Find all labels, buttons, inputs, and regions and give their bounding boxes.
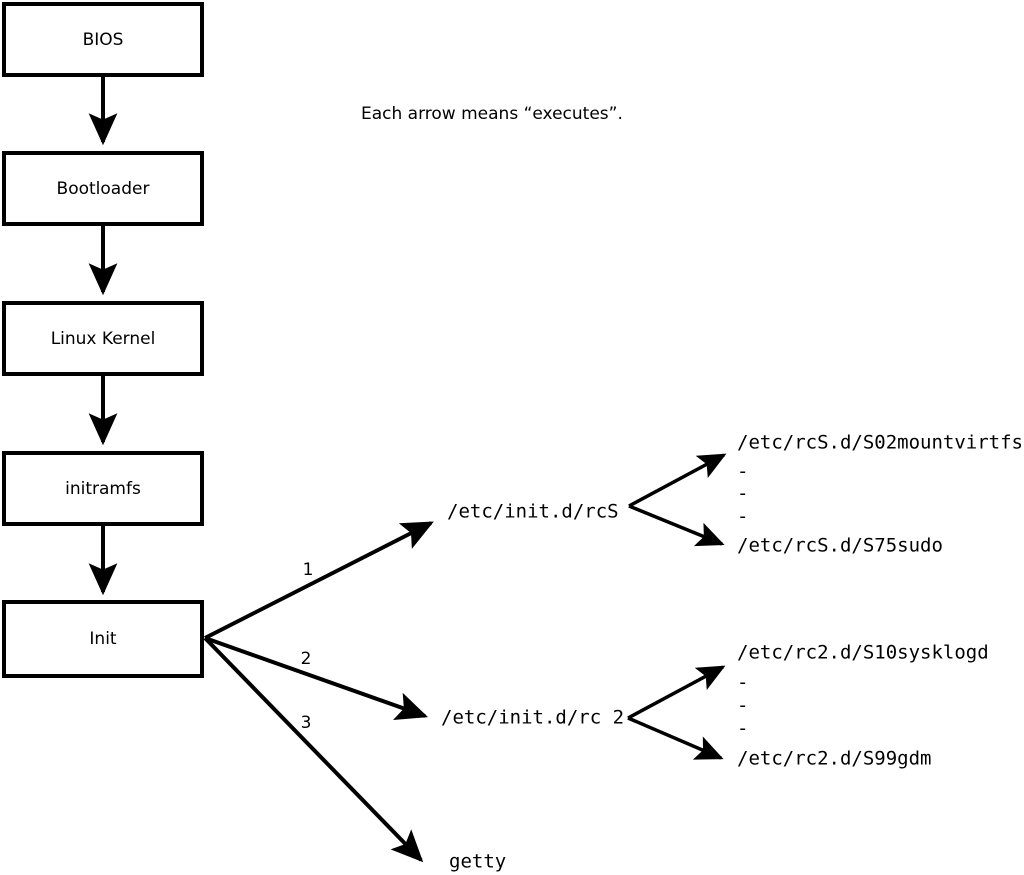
arrow-init-to-getty (203, 636, 424, 863)
node-linux-kernel-label: Linux Kernel (51, 329, 156, 349)
rc2-script-first: /etc/rc2.d/S10sysklogd (737, 642, 989, 664)
arrow-init-to-rcs (204, 521, 434, 640)
rcs-script-first: /etc/rcS.d/S02mountvirtfs (737, 432, 1023, 454)
node-init-rect (2, 600, 204, 678)
node-getty-label[interactable]: getty (449, 851, 506, 873)
init-branch-arrows (203, 521, 434, 863)
arrow-rc2-to-last-script (627, 716, 724, 760)
node-rc2-label[interactable]: /etc/init.d/rc 2 (441, 707, 624, 729)
rcs-ellipsis-dash-1: - (737, 461, 748, 483)
rc2-script-last: /etc/rc2.d/S99gdm (737, 748, 931, 770)
node-initramfs[interactable]: initramfs (2, 451, 204, 526)
rc2-fanout-arrows (627, 665, 726, 760)
node-bootloader[interactable]: Bootloader (2, 151, 204, 226)
node-bootloader-rect (2, 151, 204, 226)
branch-number-1: 1 (303, 560, 314, 580)
branch-number-3: 3 (301, 713, 312, 733)
arrow-init-to-rc2 (204, 636, 429, 720)
rcs-script-list: /etc/rcS.d/S02mountvirtfs - - - /etc/rcS… (737, 432, 1023, 557)
node-init[interactable]: Init (2, 600, 204, 678)
rc2-ellipsis-dash-3: - (737, 718, 748, 740)
rcs-ellipsis-dash-3: - (737, 506, 748, 528)
node-initramfs-label: initramfs (65, 479, 141, 499)
arrow-rc2-to-first-script (627, 665, 726, 720)
arrow-rcs-to-last-script (628, 504, 725, 547)
node-linux-kernel[interactable]: Linux Kernel (2, 301, 204, 376)
rcs-fanout-arrows (628, 453, 727, 547)
boot-chain-group: BIOS Bootloader Linux Kernel (2, 2, 204, 678)
diagram-caption: Each arrow means “executes”. (361, 104, 623, 124)
rcs-script-last: /etc/rcS.d/S75sudo (737, 535, 943, 557)
branch-number-labels: 1 2 3 (301, 560, 314, 733)
node-rcs-label[interactable]: /etc/init.d/rcS (447, 501, 619, 523)
node-bios[interactable]: BIOS (2, 2, 204, 77)
branch-target-labels: /etc/init.d/rcS /etc/init.d/rc 2 getty (441, 501, 624, 873)
node-init-label: Init (89, 629, 117, 649)
rc2-script-list: /etc/rc2.d/S10sysklogd - - - /etc/rc2.d/… (737, 642, 989, 770)
node-bootloader-label: Bootloader (57, 179, 150, 199)
arrow-rcs-to-first-script (628, 453, 727, 508)
rc2-ellipsis-dash-2: - (737, 695, 748, 717)
rc2-ellipsis-dash-1: - (737, 672, 748, 694)
node-bios-label: BIOS (83, 30, 124, 50)
node-linux-kernel-rect (2, 301, 204, 376)
branch-number-2: 2 (301, 649, 312, 669)
rcs-ellipsis-dash-2: - (737, 483, 748, 505)
